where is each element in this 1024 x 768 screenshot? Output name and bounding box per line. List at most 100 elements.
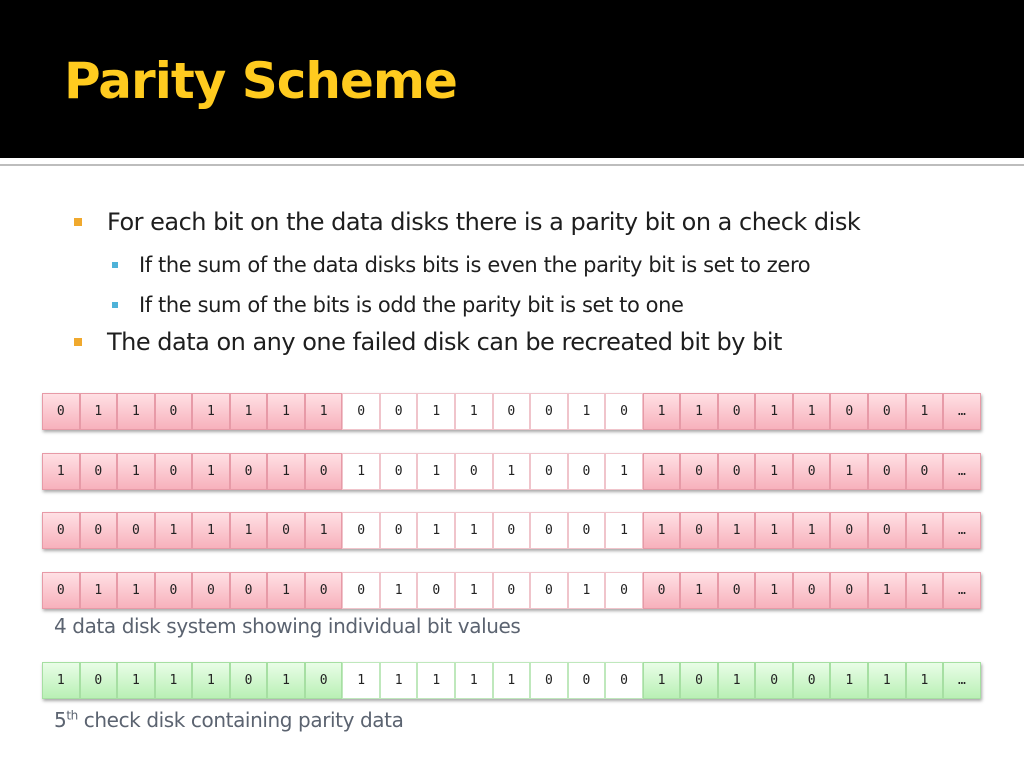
bit-cell: 1 bbox=[755, 393, 793, 430]
bit-cell: 0 bbox=[154, 393, 193, 430]
caption-ordinal: 5 bbox=[54, 708, 67, 732]
bit-cell: 1 bbox=[792, 393, 831, 430]
bit-cell: 0 bbox=[492, 572, 531, 609]
bit-cell: 1 bbox=[267, 662, 305, 699]
bit-cell: 1 bbox=[192, 453, 230, 490]
bit-cell: 0 bbox=[79, 512, 118, 549]
bit-cell: 0 bbox=[717, 453, 756, 490]
bit-cell: 0 bbox=[267, 512, 305, 549]
bit-cell: 0 bbox=[717, 393, 756, 430]
bit-cell: 0 bbox=[830, 512, 869, 549]
bit-cell: 1 bbox=[192, 512, 230, 549]
data-disks-caption: 4 data disk system showing individual bi… bbox=[54, 614, 521, 638]
bit-cell: 1 bbox=[42, 662, 80, 699]
bit-cell: 0 bbox=[304, 453, 343, 490]
bullet-text: The data on any one failed disk can be r… bbox=[107, 328, 782, 356]
bit-cell: 1 bbox=[417, 453, 456, 490]
bit-cell: 0 bbox=[342, 512, 380, 549]
bit-cell: 1 bbox=[342, 453, 380, 490]
bit-cell: 1 bbox=[868, 662, 906, 699]
bit-cell: 0 bbox=[680, 453, 718, 490]
bit-cell: 0 bbox=[42, 512, 80, 549]
bit-cell: 1 bbox=[830, 662, 869, 699]
bit-cell: 0 bbox=[229, 572, 268, 609]
bit-cell: 1 bbox=[717, 662, 756, 699]
bit-cell: 1 bbox=[755, 512, 793, 549]
square-bullet-icon bbox=[74, 338, 82, 346]
bit-cell: 1 bbox=[229, 512, 268, 549]
bit-cell: 1 bbox=[680, 572, 718, 609]
bit-cell: 0 bbox=[567, 453, 606, 490]
bit-cell: 1 bbox=[117, 572, 155, 609]
bit-cell: 1 bbox=[117, 393, 155, 430]
bit-cell: 0 bbox=[455, 453, 493, 490]
bit-cell: 1 bbox=[492, 453, 531, 490]
bit-cell: 0 bbox=[792, 572, 831, 609]
bit-cell: 0 bbox=[379, 453, 418, 490]
bit-cell: 0 bbox=[530, 393, 568, 430]
bit-cell: 0 bbox=[680, 662, 718, 699]
bit-cell: 0 bbox=[605, 393, 643, 430]
bit-cell: 0 bbox=[792, 453, 831, 490]
bit-cell: 1 bbox=[642, 453, 681, 490]
bit-cell: 1 bbox=[379, 572, 418, 609]
bit-cell: 1 bbox=[417, 393, 456, 430]
bit-cell: 0 bbox=[530, 512, 568, 549]
bit-cell: 0 bbox=[830, 572, 869, 609]
bit-cell: 1 bbox=[79, 393, 118, 430]
bit-cell: 1 bbox=[830, 453, 869, 490]
title-bar: Parity Scheme bbox=[0, 0, 1024, 166]
bit-cell: 1 bbox=[304, 393, 343, 430]
bit-cell: 0 bbox=[755, 662, 793, 699]
parity-disk-caption: 5th check disk containing parity data bbox=[54, 708, 404, 732]
bit-cell: 0 bbox=[530, 453, 568, 490]
bit-cell: 0 bbox=[379, 393, 418, 430]
bit-cell: 1 bbox=[79, 572, 118, 609]
bit-cell: 1 bbox=[229, 393, 268, 430]
sub-bullet-text: If the sum of the data disks bits is eve… bbox=[139, 253, 811, 277]
bit-cell: 1 bbox=[267, 393, 305, 430]
bit-cell: 0 bbox=[79, 453, 118, 490]
bit-cell: 1 bbox=[905, 662, 944, 699]
bit-cell: 0 bbox=[229, 453, 268, 490]
bit-cell: 1 bbox=[267, 572, 305, 609]
bit-cell: 0 bbox=[530, 572, 568, 609]
bit-cell: … bbox=[943, 572, 981, 609]
bit-cell: 1 bbox=[455, 662, 493, 699]
bit-cell: 1 bbox=[455, 512, 493, 549]
bit-cell: 0 bbox=[492, 512, 531, 549]
bit-cell: 1 bbox=[304, 512, 343, 549]
bit-cell: 0 bbox=[154, 572, 193, 609]
bit-cell: 1 bbox=[455, 393, 493, 430]
bit-cell: 0 bbox=[304, 572, 343, 609]
bit-cell: 1 bbox=[642, 662, 681, 699]
bit-cell: 0 bbox=[379, 512, 418, 549]
bit-cell: 0 bbox=[792, 662, 831, 699]
bit-cell: 1 bbox=[605, 453, 643, 490]
bit-cell: 1 bbox=[117, 453, 155, 490]
bit-cell: … bbox=[943, 512, 981, 549]
bit-cell: 1 bbox=[905, 572, 944, 609]
bit-cell: 0 bbox=[830, 393, 869, 430]
caption-text: check disk containing parity data bbox=[77, 708, 404, 732]
bit-cell: 0 bbox=[42, 393, 80, 430]
bit-cell: 1 bbox=[455, 572, 493, 609]
bit-cell: 0 bbox=[680, 512, 718, 549]
bit-cell: 1 bbox=[154, 512, 193, 549]
bit-cell: 1 bbox=[379, 662, 418, 699]
bit-cell: 0 bbox=[342, 572, 380, 609]
bit-cell: … bbox=[943, 662, 981, 699]
bit-cell: 1 bbox=[192, 662, 230, 699]
square-bullet-icon bbox=[112, 302, 118, 308]
bullet-text: For each bit on the data disks there is … bbox=[107, 208, 861, 236]
bit-cell: 0 bbox=[868, 393, 906, 430]
bit-cell: 0 bbox=[868, 453, 906, 490]
bit-cell: 0 bbox=[530, 662, 568, 699]
bit-cell: 0 bbox=[717, 572, 756, 609]
bit-cell: 1 bbox=[905, 393, 944, 430]
bit-cell: 1 bbox=[905, 512, 944, 549]
square-bullet-icon bbox=[112, 262, 118, 268]
